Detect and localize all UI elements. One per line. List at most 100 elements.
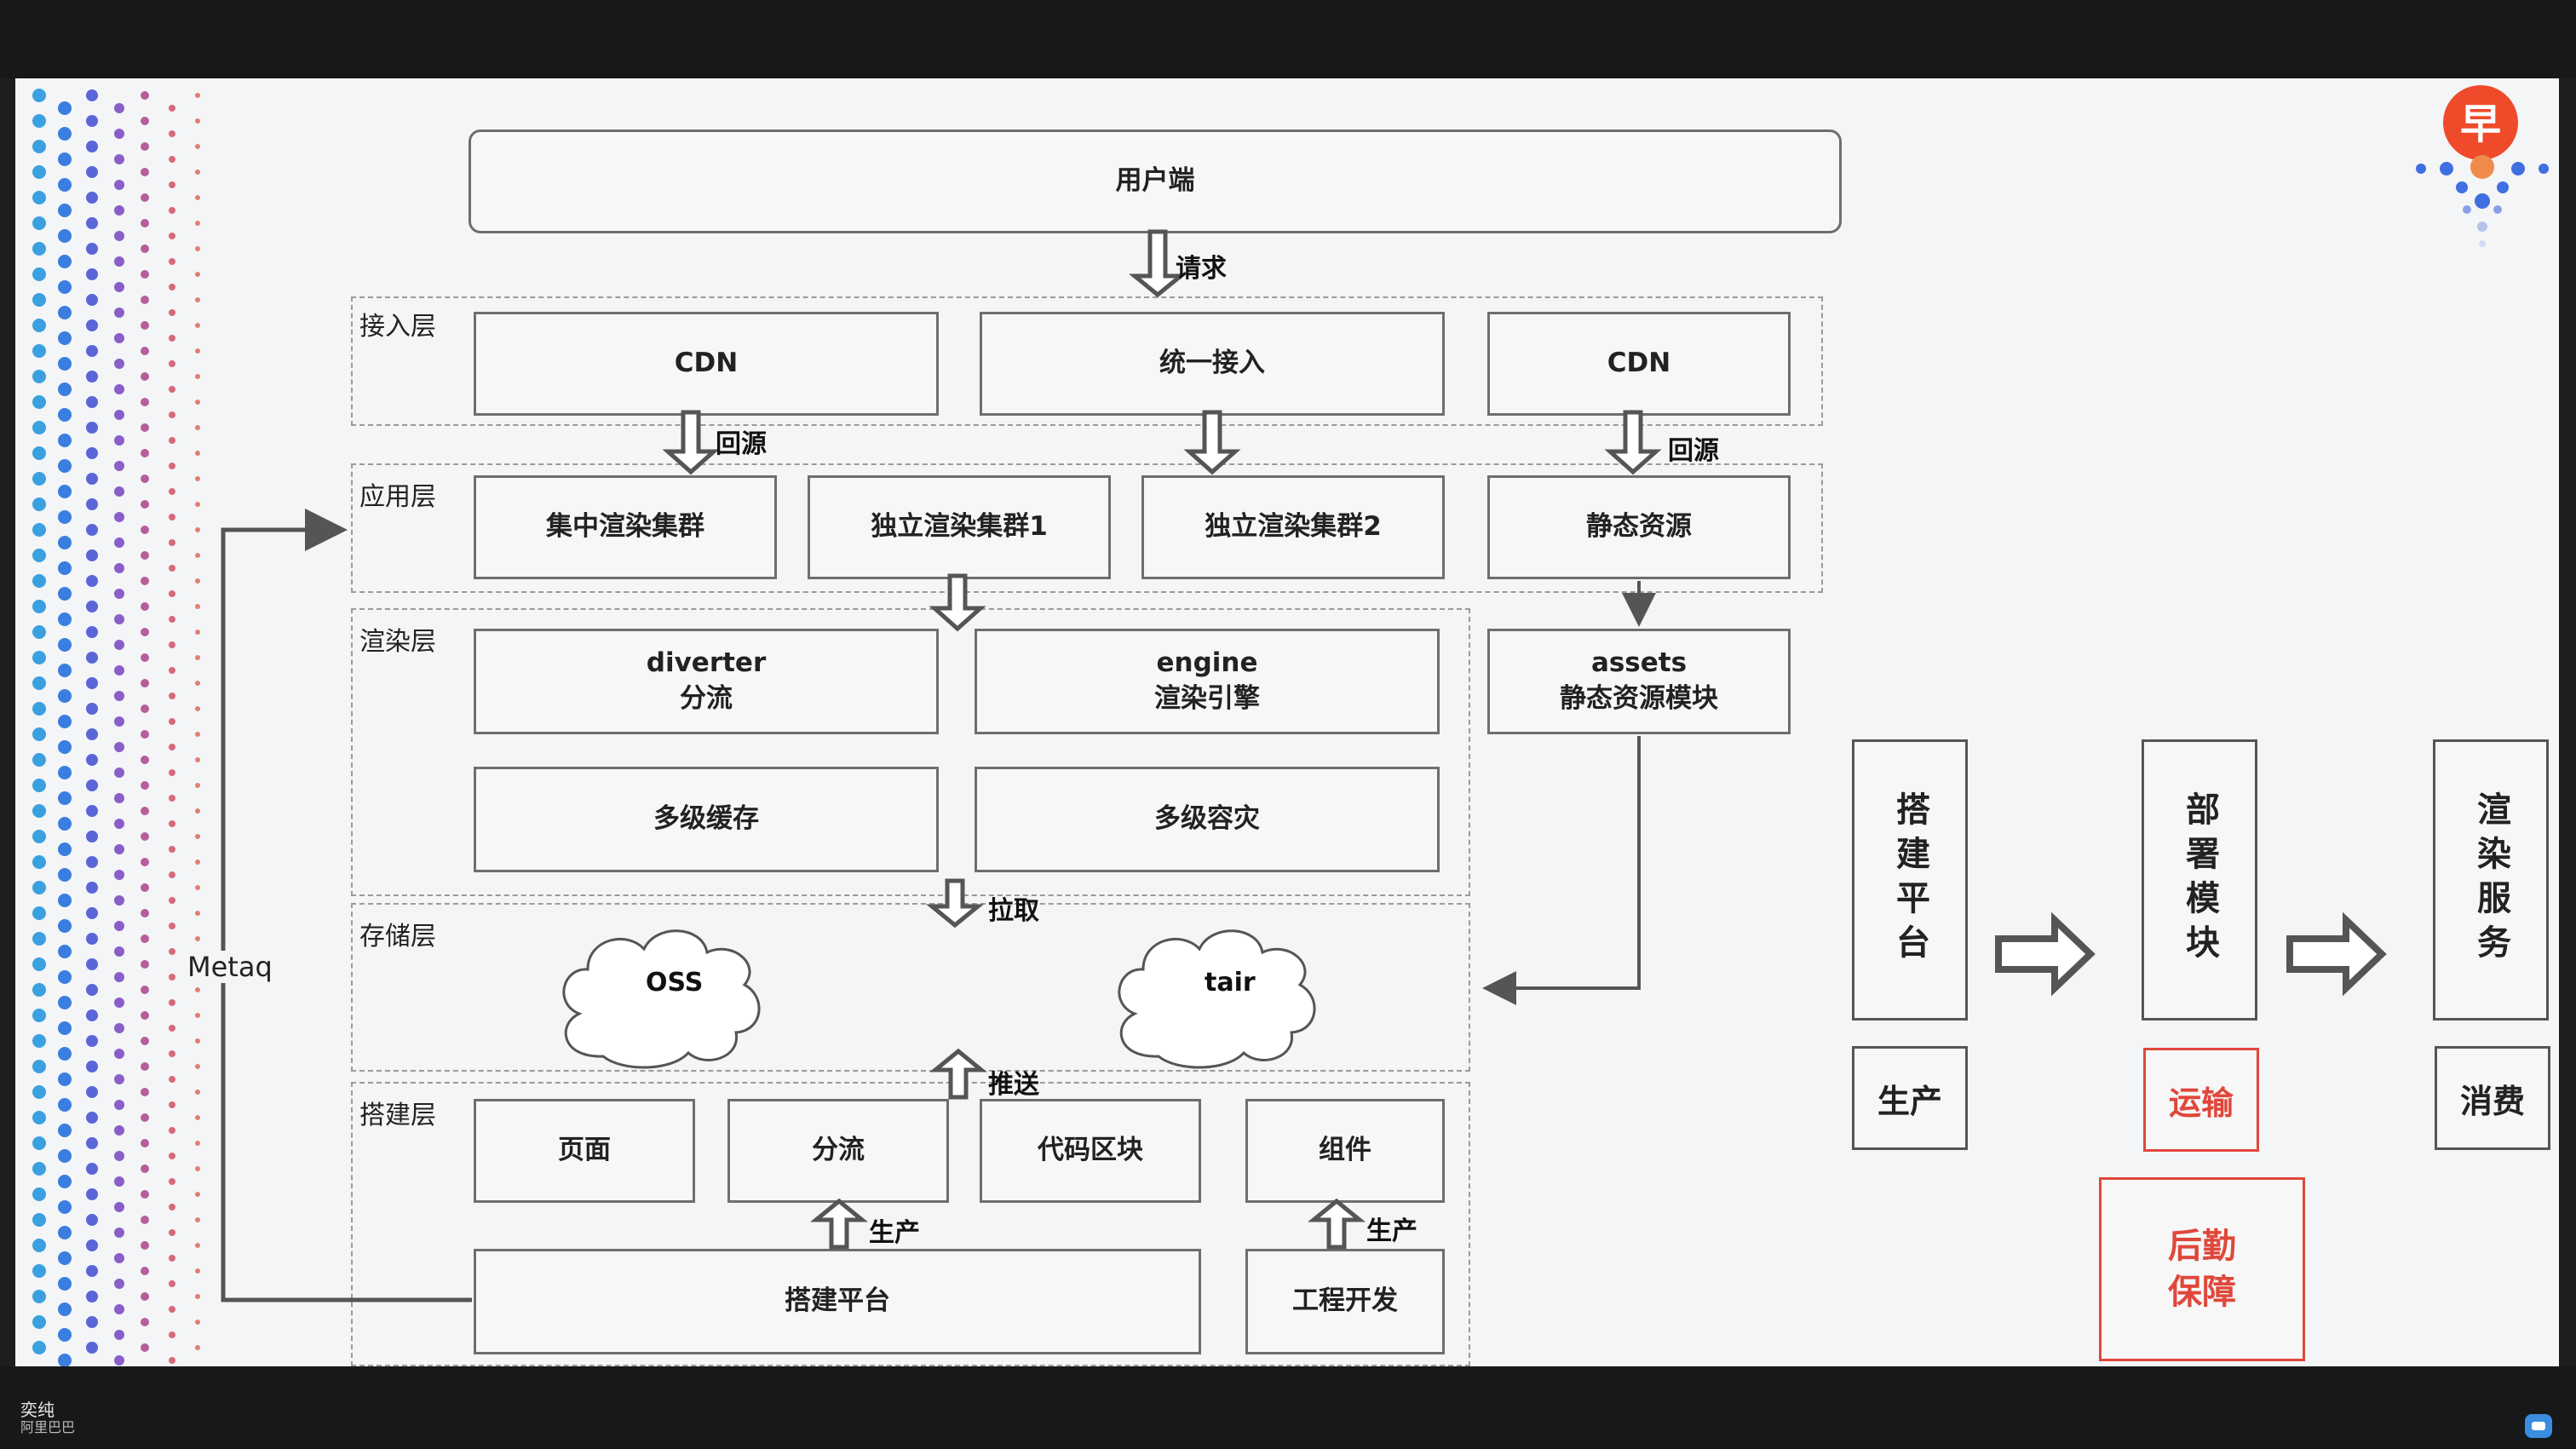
decor-dot <box>195 553 200 558</box>
decor-dot <box>114 614 124 624</box>
decor-dot <box>86 1265 98 1277</box>
decor-dot <box>58 1098 72 1112</box>
decor-dot <box>195 502 200 507</box>
decor-dot <box>141 628 149 636</box>
decor-dot <box>195 757 200 762</box>
decor-dot <box>58 536 72 549</box>
arrow-pull <box>925 878 985 929</box>
decor-dot <box>195 604 200 609</box>
decor-dot <box>58 1226 72 1239</box>
decor-dot <box>114 512 124 522</box>
decor-dot <box>58 791 72 805</box>
svg-text:早: 早 <box>2460 101 2501 148</box>
decor-dot <box>114 895 124 906</box>
chat-icon[interactable] <box>2525 1414 2552 1438</box>
decor-dot <box>32 344 46 358</box>
decor-dot <box>86 524 98 536</box>
decor-dot <box>86 243 98 255</box>
assets-en-label: assets <box>1590 647 1688 679</box>
decor-dot <box>195 630 200 635</box>
decor-dot <box>86 498 98 510</box>
decor-dot <box>195 1243 200 1248</box>
decor-dot <box>195 1166 200 1171</box>
decor-dot <box>141 679 149 687</box>
decor-dot <box>58 664 72 677</box>
decor-dot <box>114 1228 124 1238</box>
decor-dot <box>141 807 149 815</box>
decor-dot <box>195 860 200 865</box>
decor-dot <box>114 742 124 752</box>
diverter-en-label: diverter <box>646 647 767 679</box>
decor-dot <box>86 1239 98 1251</box>
decor-dot <box>86 268 98 280</box>
decor-dot <box>86 89 98 101</box>
decor-dot <box>195 246 200 251</box>
decor-dot <box>195 1064 200 1069</box>
decor-dot <box>86 1163 98 1175</box>
engineering-box: 工程开发 <box>1245 1249 1445 1354</box>
decor-dot <box>86 422 98 434</box>
decor-dot <box>114 1176 124 1187</box>
decor-dot <box>195 911 200 916</box>
decor-dot <box>195 1141 200 1146</box>
tair-label: tair <box>1205 968 1256 998</box>
decor-dot <box>141 1216 149 1224</box>
decor-dot <box>114 1023 124 1033</box>
decor-dot <box>32 1060 46 1073</box>
decor-dot <box>114 691 124 701</box>
decor-dot <box>58 868 72 882</box>
decor-dot <box>141 347 149 355</box>
decor-dot <box>141 1241 149 1250</box>
dot-pattern <box>32 89 200 1366</box>
back-to-origin-right-label: 回源 <box>1668 436 1719 466</box>
decor-dot <box>114 998 124 1008</box>
storage-layer <box>351 903 1470 1072</box>
decor-dot <box>169 181 175 188</box>
decor-dot <box>58 152 72 166</box>
app-layer <box>351 463 1823 593</box>
decor-dot <box>114 435 124 446</box>
decor-dot <box>169 923 175 929</box>
decor-dot <box>195 1320 200 1325</box>
arrow-produce-right-up <box>1307 1198 1366 1250</box>
decor-dot <box>32 1162 46 1176</box>
decor-dot <box>114 256 124 267</box>
decor-dot <box>169 1255 175 1262</box>
decor-dot <box>141 1037 149 1045</box>
decor-dot <box>169 105 175 112</box>
decor-dot <box>169 1127 175 1134</box>
arrow-produce-left-up <box>809 1198 869 1250</box>
decor-dot <box>169 488 175 495</box>
decor-dot <box>141 423 149 432</box>
decor-dot <box>141 1318 149 1326</box>
decor-dot <box>195 987 200 992</box>
decor-dot <box>169 463 175 469</box>
decor-dot <box>114 333 124 343</box>
decor-dot <box>114 793 124 803</box>
decor-dot <box>86 1112 98 1124</box>
decor-dot <box>141 526 149 534</box>
decor-dot <box>169 616 175 623</box>
decor-dot <box>32 446 46 460</box>
decor-dot <box>58 1277 72 1291</box>
decor-dot <box>58 510 72 524</box>
decor-dot <box>58 894 72 907</box>
decor-dot <box>195 323 200 328</box>
decor-dot <box>141 398 149 406</box>
decor-dot <box>58 485 72 498</box>
decor-dot <box>141 142 149 151</box>
decor-dot <box>32 727 46 741</box>
request-label: 请求 <box>1176 254 1227 284</box>
decor-dot <box>195 808 200 814</box>
decor-dot <box>169 667 175 674</box>
decor-dot <box>58 996 72 1009</box>
decor-dot <box>169 539 175 546</box>
decor-dot <box>58 715 72 728</box>
decor-dot <box>32 1290 46 1303</box>
decor-dot <box>32 1034 46 1048</box>
assets-box: assets 静态资源模块 <box>1487 629 1791 734</box>
decor-dot <box>86 958 98 970</box>
decor-dot <box>86 856 98 868</box>
decor-dot <box>86 831 98 842</box>
flow-deploy-module-box: 部署模块 <box>2142 739 2257 1021</box>
